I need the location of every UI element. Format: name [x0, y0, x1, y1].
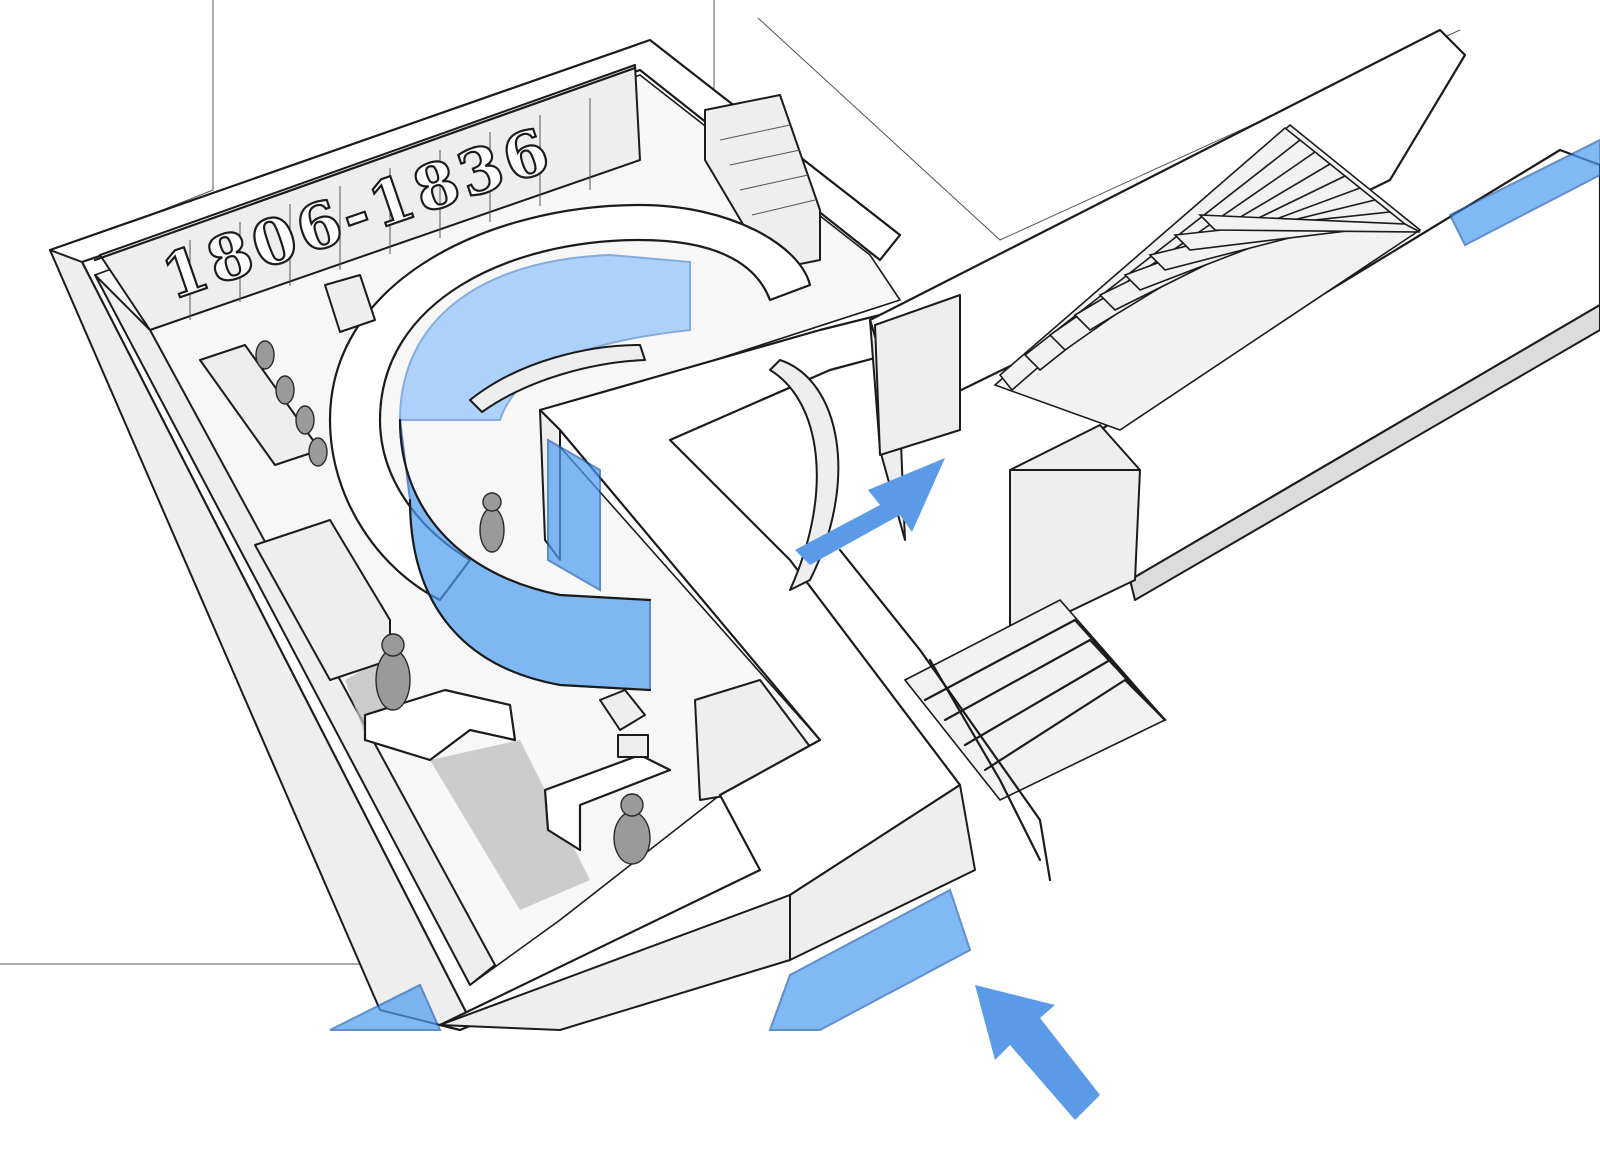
- handrail-inner: [928, 658, 1042, 862]
- vertical-panels: [189, 98, 591, 320]
- handrail: [838, 548, 1052, 882]
- person-figure: [479, 507, 505, 553]
- curved-door: [769, 359, 840, 591]
- corridor: [838, 28, 1600, 882]
- entrance-steps: [903, 599, 1167, 801]
- person-seated-head: [620, 793, 644, 817]
- staircase: [993, 123, 1422, 431]
- glass-pillar: [547, 438, 601, 592]
- person-seated: [613, 811, 651, 865]
- back-wall: [99, 64, 641, 331]
- left-inner-wall: [94, 274, 496, 986]
- right-long-wall-face: [1129, 304, 1600, 601]
- person-standing-head: [381, 633, 405, 657]
- entrance-arrow-icon: [795, 458, 945, 565]
- display-panel: [324, 274, 376, 333]
- corridor-glass: [1448, 138, 1600, 247]
- front-wall-face: [439, 894, 791, 1031]
- chairs: [255, 340, 328, 467]
- doorway-panel: [874, 294, 961, 456]
- floor-shadow: [430, 740, 590, 910]
- shelf-lines: [719, 124, 816, 216]
- inner-bench: [469, 344, 646, 413]
- shelving-unit: [704, 94, 821, 271]
- reception-desk: [363, 688, 517, 762]
- blue-ground-strip: [329, 983, 442, 1031]
- wall-panel: [1009, 469, 1141, 641]
- monitor: [617, 734, 649, 758]
- person-standing: [375, 649, 411, 711]
- glass-facade: [768, 888, 972, 1031]
- person-head: [482, 492, 502, 512]
- central-wall: [329, 288, 982, 1032]
- wall-panel-upper: [1009, 424, 1141, 471]
- office-chair: [599, 689, 646, 731]
- circular-glass-enclosure: [324, 203, 812, 692]
- entrance-arrow-icon: [975, 985, 1100, 1120]
